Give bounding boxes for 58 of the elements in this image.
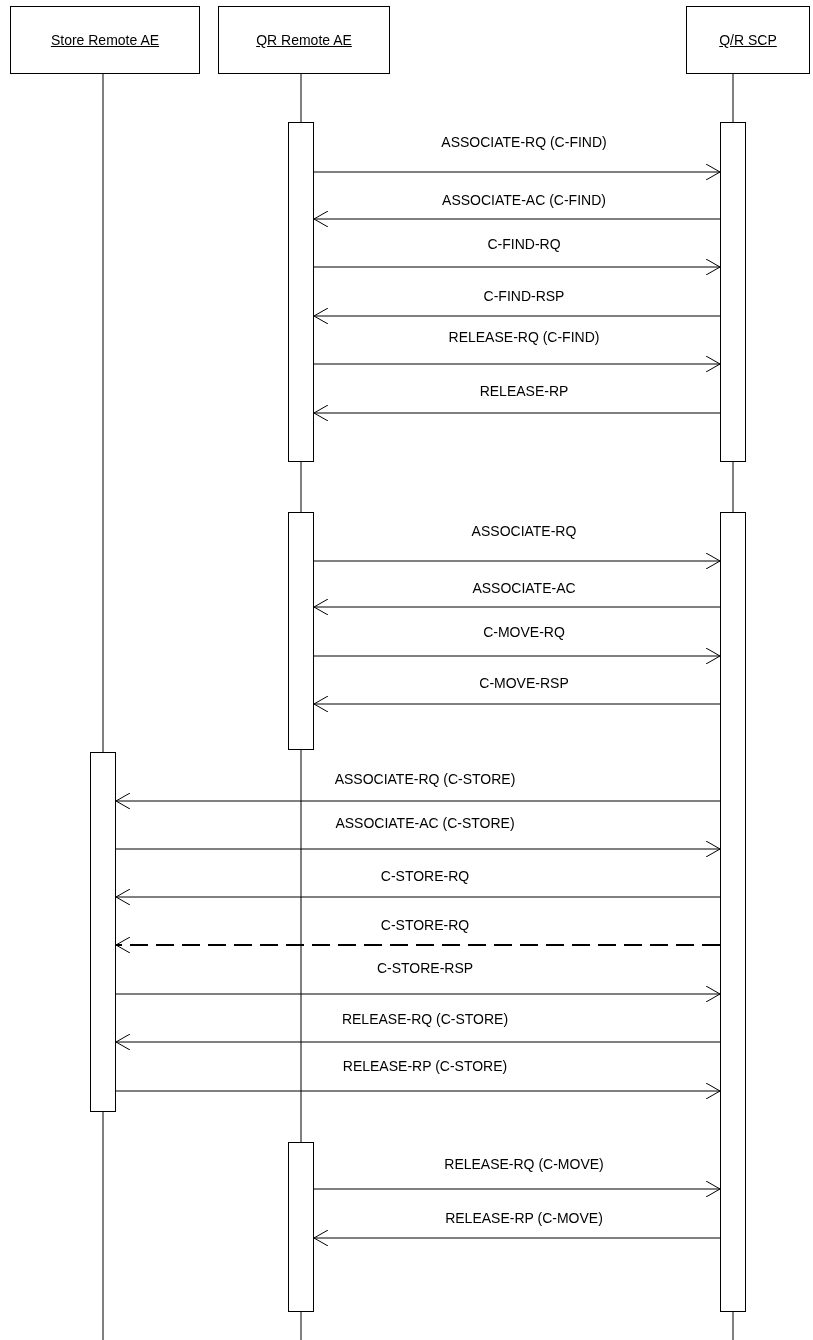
lifeline [300, 1311, 302, 1340]
lifeline [300, 461, 302, 513]
activation-bar [720, 512, 746, 1312]
lifeline [300, 749, 302, 1143]
message-arrow [115, 936, 721, 954]
edge-label: ASSOCIATE-AC [470, 580, 578, 596]
edge-label: ASSOCIATE-RQ (C-STORE) [332, 771, 518, 787]
message-arrow [313, 404, 721, 422]
participant-name: Store Remote AE [50, 32, 160, 48]
message-arrow [313, 163, 721, 181]
edge-label: C-MOVE-RQ [481, 624, 567, 640]
edge-label: RELEASE-RQ (C-MOVE) [442, 1156, 606, 1172]
message-arrow [313, 695, 721, 713]
edge-label: RELEASE-RP [477, 383, 571, 399]
edge-label: RELEASE-RP (C-MOVE) [443, 1210, 605, 1226]
activation-bar [90, 752, 116, 1112]
lifeline [102, 1111, 104, 1340]
edge-label: RELEASE-RP (C-STORE) [340, 1058, 510, 1074]
lifeline-header [218, 6, 390, 74]
lifeline [732, 461, 734, 513]
activation-bar [720, 122, 746, 462]
message-arrow [313, 598, 721, 616]
edge-label: C-STORE-RSP [374, 960, 476, 976]
edge-label: C-STORE-RQ [378, 917, 472, 933]
participant-name: Q/R SCP [719, 32, 777, 48]
message-arrow [313, 307, 721, 325]
edge-label: C-FIND-RSP [481, 288, 567, 304]
message-arrow [115, 840, 721, 858]
message-arrow [313, 355, 721, 373]
edge-label: C-FIND-RQ [485, 236, 563, 252]
activation-bar [288, 122, 314, 462]
message-arrow [115, 888, 721, 906]
activation-bar [288, 1142, 314, 1312]
edge-label: RELEASE-RQ (C-FIND) [446, 329, 602, 345]
participant-name: QR Remote AE [256, 32, 352, 48]
lifeline [300, 73, 302, 123]
message-arrow [115, 1033, 721, 1051]
lifeline-header [10, 6, 200, 74]
edge-label: ASSOCIATE-AC (C-STORE) [333, 815, 517, 831]
edge-label: ASSOCIATE-RQ (C-FIND) [439, 134, 609, 150]
lifeline-header [686, 6, 810, 74]
message-arrow [313, 210, 721, 228]
activation-bar [288, 512, 314, 750]
message-arrow [313, 552, 721, 570]
message-arrow [313, 258, 721, 276]
message-arrow [313, 647, 721, 665]
message-arrow [313, 1180, 721, 1198]
message-arrow [115, 1082, 721, 1100]
lifeline [732, 1311, 734, 1340]
edge-label: C-STORE-RQ [378, 868, 472, 884]
message-arrow [115, 792, 721, 810]
lifeline [102, 73, 104, 753]
edge-label: ASSOCIATE-RQ [469, 523, 579, 539]
edge-label: C-MOVE-RSP [477, 675, 571, 691]
message-arrow [115, 985, 721, 1003]
lifeline [732, 73, 734, 123]
edge-label: ASSOCIATE-AC (C-FIND) [440, 192, 608, 208]
message-arrow [313, 1229, 721, 1247]
